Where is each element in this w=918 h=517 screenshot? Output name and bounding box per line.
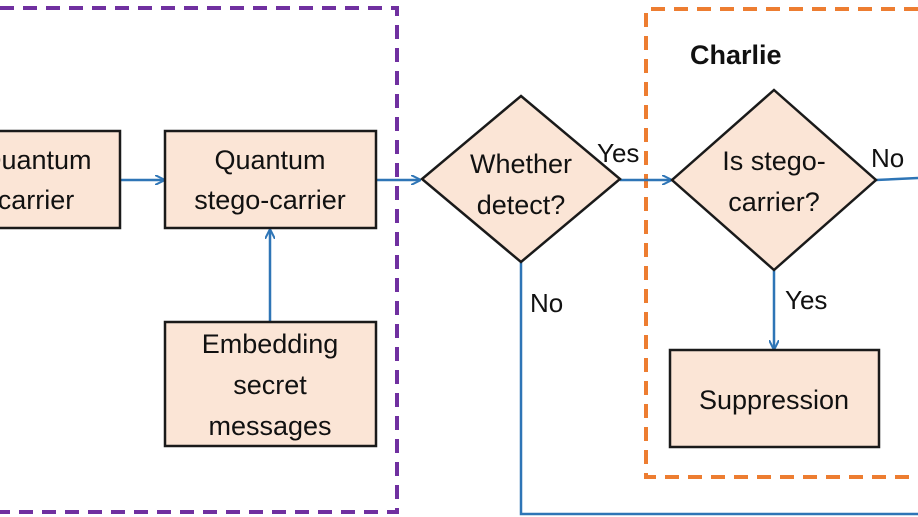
embedding-line1: Embedding	[202, 329, 339, 359]
node-whether-detect: Whether detect?	[420, 94, 622, 264]
edge-label-stego-yes: Yes	[785, 285, 827, 315]
is-stego-line1: Is stego-	[722, 146, 826, 176]
edge-stego-check-no	[875, 176, 918, 182]
edge-detect-no	[519, 262, 918, 516]
node-is-stego-carrier: Is stego- carrier?	[670, 88, 878, 272]
quantum-carrier-line1: Quantum	[0, 145, 92, 175]
node-quantum-carrier: Quantum carrier	[0, 129, 122, 230]
node-stego-carrier: Quantum stego-carrier	[163, 129, 378, 230]
sender-group-boundary	[0, 6, 399, 514]
edge-label-detect-no: No	[530, 288, 563, 318]
edge-label-stego-no: No	[871, 143, 904, 173]
whether-detect-line1: Whether	[470, 149, 572, 179]
edge-label-detect-yes: Yes	[597, 138, 639, 168]
stego-carrier-line1: Quantum	[214, 145, 325, 175]
is-stego-line2: carrier?	[728, 187, 820, 217]
embedding-line2: secret	[233, 370, 307, 400]
charlie-group-boundary	[644, 7, 918, 479]
node-suppression: Suppression	[668, 348, 881, 449]
stego-carrier-line2: stego-carrier	[194, 185, 346, 215]
whether-detect-line2: detect?	[477, 190, 566, 220]
charlie-group-title: Charlie	[690, 40, 782, 70]
suppression-label: Suppression	[699, 385, 849, 415]
embedding-line3: messages	[208, 411, 331, 441]
quantum-carrier-line2: carrier	[0, 185, 74, 215]
node-embedding-secret-messages: Embedding secret messages	[163, 320, 378, 448]
